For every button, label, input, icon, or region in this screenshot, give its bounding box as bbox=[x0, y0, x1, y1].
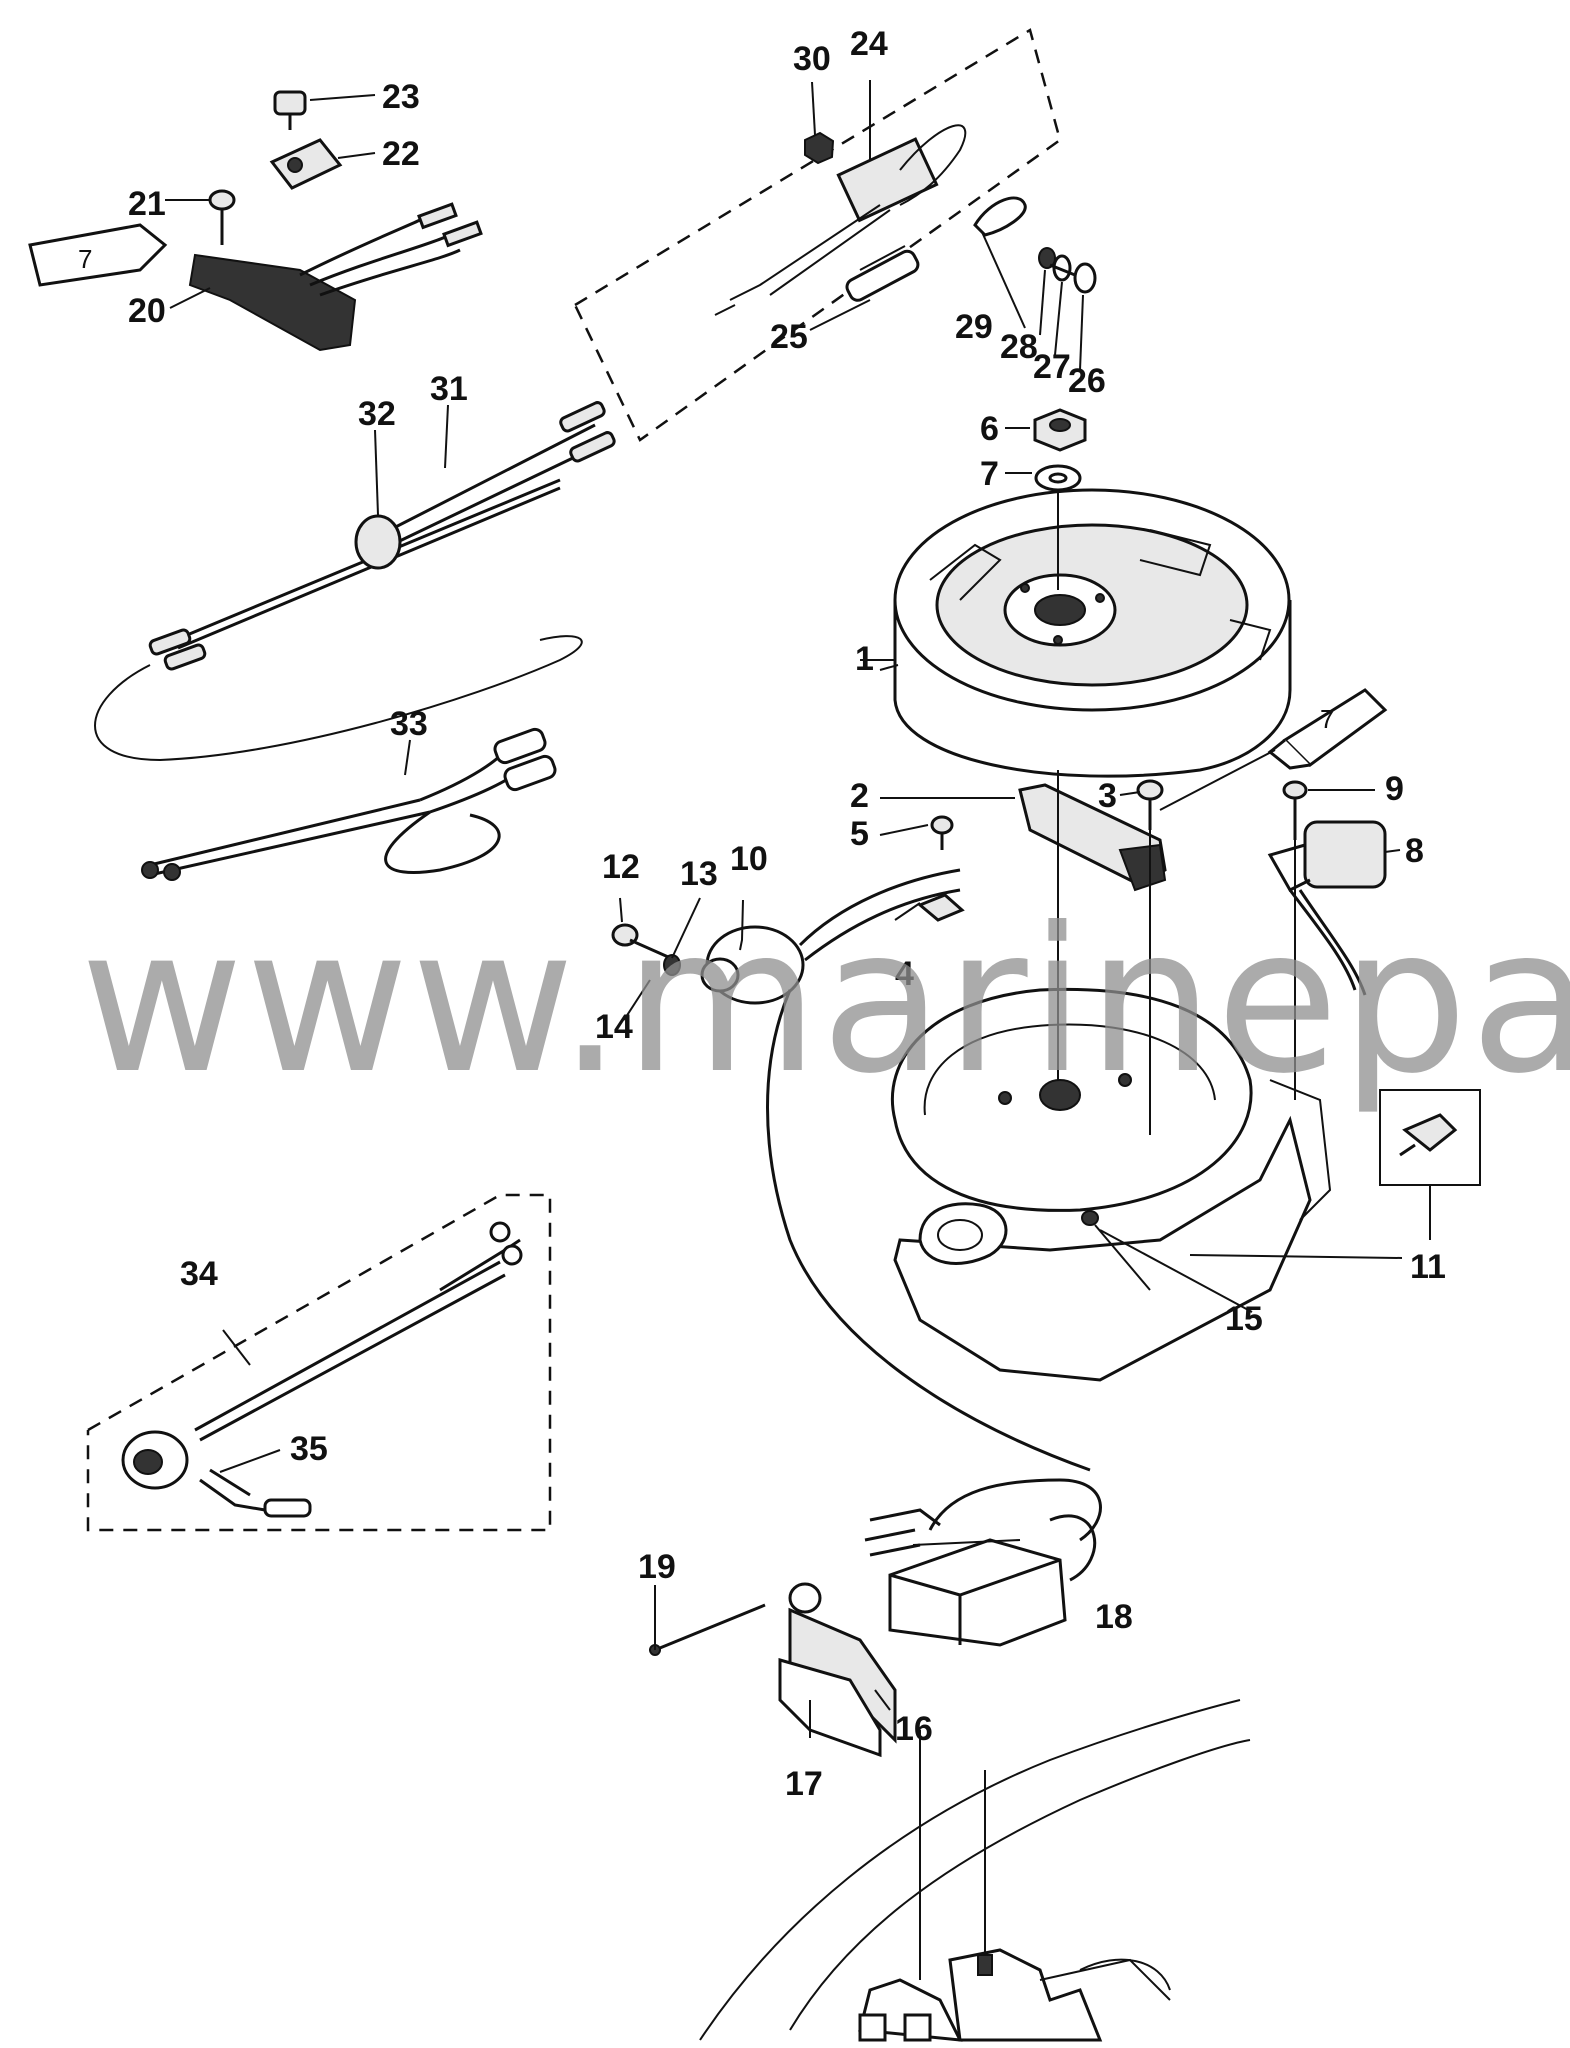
washer-part-7 bbox=[1034, 464, 1082, 492]
harness-part-34 bbox=[121, 1221, 523, 1490]
flywheel-part-1 bbox=[893, 488, 1292, 778]
callout-34: 34 bbox=[180, 1255, 218, 1293]
callout-19: 19 bbox=[638, 1548, 676, 1586]
grommet-part-32 bbox=[354, 514, 402, 570]
watermark-text: www.marineparts.eu bbox=[80, 885, 1570, 1118]
callout-5: 5 bbox=[850, 815, 869, 853]
nut-part-30 bbox=[804, 131, 835, 165]
screw-part-26 bbox=[1049, 262, 1097, 294]
callout-2: 2 bbox=[850, 777, 869, 815]
fuse-part-25 bbox=[845, 245, 920, 302]
ignition-coil-part-2 bbox=[1018, 783, 1167, 892]
nut-part-6 bbox=[1033, 408, 1087, 452]
callout-31: 31 bbox=[430, 370, 468, 408]
screw-part-19 bbox=[649, 1603, 766, 1656]
lower-cowl bbox=[699, 1699, 1251, 2042]
screw-part-5 bbox=[930, 815, 954, 850]
callout-26: 26 bbox=[1068, 362, 1106, 400]
clamp-part-4 bbox=[917, 893, 965, 922]
engine-stator-base bbox=[890, 987, 1332, 1382]
sealant-tube-label-upper: 7 bbox=[78, 244, 92, 274]
callout-29: 29 bbox=[955, 308, 993, 346]
callout-4: 4 bbox=[895, 955, 914, 993]
callout-28: 28 bbox=[1000, 328, 1038, 366]
harness-part-33 bbox=[141, 727, 557, 881]
callout-labels: 1 2 3 4 5 6 7 8 9 10 11 12 13 14 15 16 1… bbox=[128, 25, 1446, 1803]
spark-plug-cap-part-11 bbox=[1379, 1089, 1481, 1240]
callout-30: 30 bbox=[793, 40, 831, 78]
callout-23: 23 bbox=[382, 78, 420, 116]
screw-part-9 bbox=[1282, 780, 1308, 840]
callout-7: 7 bbox=[980, 455, 999, 493]
callout-11: 11 bbox=[1410, 1248, 1446, 1286]
leader-lines bbox=[165, 80, 1403, 1738]
callout-1: 1 bbox=[855, 640, 874, 678]
callout-17: 17 bbox=[785, 1765, 823, 1803]
clamp-part-22 bbox=[269, 138, 343, 190]
callout-9: 9 bbox=[1385, 770, 1404, 808]
callout-12: 12 bbox=[602, 848, 640, 886]
stator-coil-part-20 bbox=[188, 202, 483, 352]
callout-35: 35 bbox=[290, 1430, 328, 1468]
pulser-coil-part-10 bbox=[700, 868, 1091, 1472]
washer-part-13 bbox=[663, 954, 681, 976]
screw-part-3 bbox=[1136, 779, 1164, 830]
screw-part-21 bbox=[208, 189, 236, 245]
callout-14: 14 bbox=[595, 1008, 633, 1046]
washer-part-28 bbox=[1038, 247, 1056, 269]
sealant-tube-7-upper: 7 bbox=[28, 223, 168, 287]
callout-6: 6 bbox=[980, 410, 999, 448]
callout-27: 27 bbox=[1033, 348, 1071, 386]
trigger-part-8 bbox=[1267, 820, 1387, 996]
callout-24: 24 bbox=[850, 25, 888, 63]
callout-18: 18 bbox=[1095, 1598, 1133, 1636]
sealant-tube-7-lower: 7 bbox=[1267, 688, 1388, 770]
cdi-unit-part-18 bbox=[864, 1478, 1102, 1647]
callout-22: 22 bbox=[382, 135, 420, 173]
kit-dashed-box-34-35 bbox=[86, 1193, 552, 1532]
clip-part-29 bbox=[973, 196, 1027, 237]
kit-dashed-box-24-30 bbox=[573, 28, 1062, 442]
callout-33: 33 bbox=[390, 705, 428, 743]
callout-32: 32 bbox=[358, 395, 396, 433]
rectifier-part-24 bbox=[714, 124, 967, 316]
callout-8: 8 bbox=[1405, 832, 1424, 870]
callout-15: 15 bbox=[1225, 1300, 1263, 1338]
callout-21: 21 bbox=[128, 185, 166, 223]
mount-part-17 bbox=[778, 1658, 882, 1758]
callout-3: 3 bbox=[1098, 777, 1117, 815]
callout-25: 25 bbox=[770, 318, 808, 356]
callout-10: 10 bbox=[730, 840, 768, 878]
callout-20: 20 bbox=[128, 292, 166, 330]
screw-part-23 bbox=[273, 90, 307, 130]
wire-loop bbox=[94, 635, 583, 762]
callout-16: 16 bbox=[895, 1710, 933, 1748]
terminal-part-35 bbox=[199, 1468, 312, 1518]
sealant-tube-label-lower: 7 bbox=[1320, 704, 1334, 734]
callout-13: 13 bbox=[680, 855, 718, 893]
